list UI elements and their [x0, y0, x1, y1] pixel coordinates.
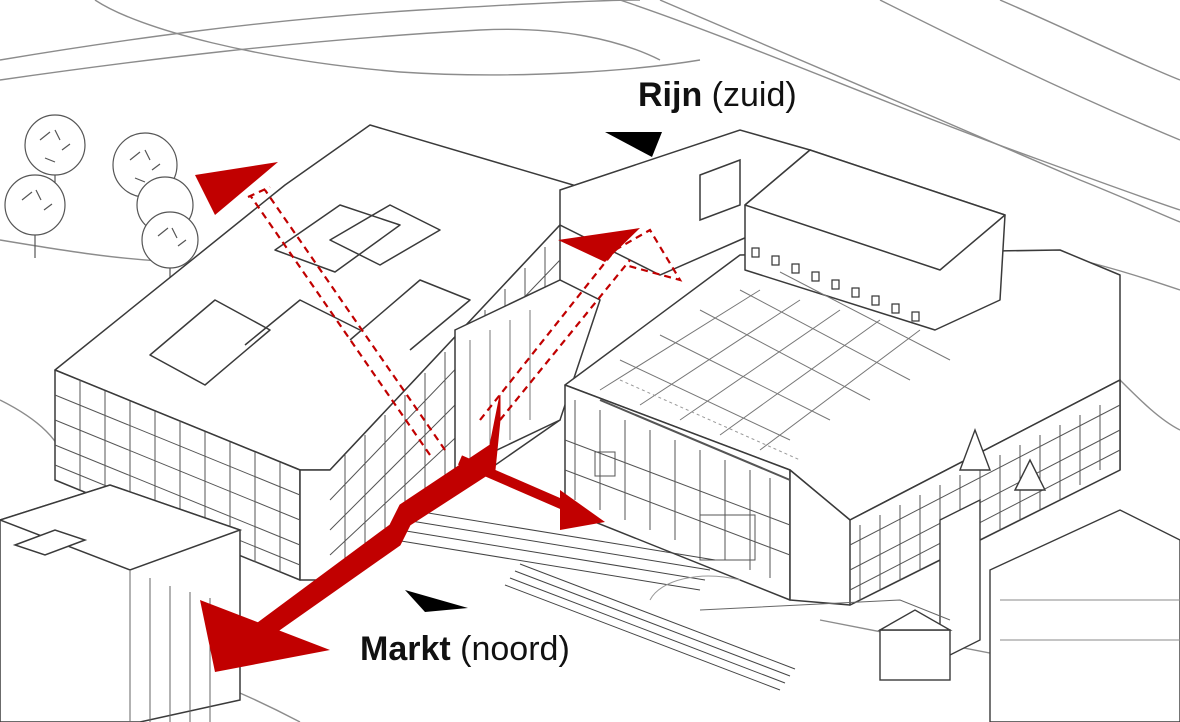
right-building-windows — [564, 400, 1121, 600]
markt-label-name: Markt — [360, 630, 451, 668]
tree-icon — [4, 114, 199, 280]
route-arrows — [195, 162, 683, 672]
plaza-arrowhead — [560, 490, 605, 530]
lower-left-building — [0, 484, 243, 722]
rijn-label-direction: (zuid) — [711, 76, 797, 114]
atrium-roof-grid — [599, 271, 951, 481]
plaza-stairs — [394, 509, 951, 691]
rijn-left-arrowhead — [195, 162, 278, 215]
historic-buildings — [877, 428, 1180, 722]
rijn-right-arrowhead — [558, 228, 640, 262]
dashed-routes — [247, 185, 683, 456]
south-marker-icon — [605, 132, 662, 157]
north-marker-icon — [405, 590, 468, 612]
rijn-label: Rijn (zuid) — [638, 78, 797, 112]
markt-label-direction: (noord) — [460, 630, 570, 668]
plaza-route-arrow — [458, 455, 577, 515]
markt-label: Markt (noord) — [360, 632, 570, 666]
markt-arrowhead — [200, 600, 330, 672]
rijn-label-name: Rijn — [638, 76, 703, 114]
tower-windows — [751, 247, 920, 322]
